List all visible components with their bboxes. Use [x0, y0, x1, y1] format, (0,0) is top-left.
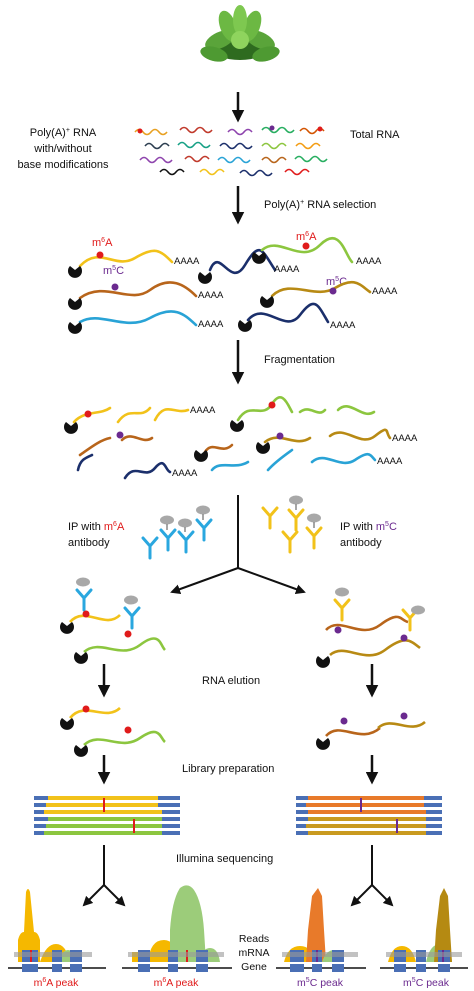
fragmentation-label: Fragmentation — [264, 354, 335, 366]
five-prime-cap-icon — [64, 420, 270, 462]
svg-text:AAAA: AAAA — [198, 319, 224, 330]
input-rna-label-line3: base modifications — [17, 159, 109, 171]
library-preparation-label: Library preparation — [182, 763, 274, 775]
ip-m5c-label: IP with m5C — [340, 521, 397, 533]
total-rna-squiggles — [134, 126, 328, 177]
rna-elution-label: RNA elution — [202, 675, 260, 687]
branch-arrow-right — [237, 567, 306, 594]
m6a-ip-complex — [60, 577, 167, 664]
m5c-peak-caption-2: m5C peak — [403, 977, 450, 989]
eluted-m5c-rna — [316, 712, 426, 750]
ip-m6a-label: IP with m6A — [68, 521, 125, 533]
antibody-stem — [295, 504, 315, 528]
svg-text:AAAA: AAAA — [190, 405, 216, 416]
m5c-peak-panel-1 — [276, 888, 366, 972]
seq-branch-right-a — [350, 884, 373, 907]
seq-branch-left-b — [103, 884, 126, 907]
antibody-bead — [160, 505, 210, 528]
input-rna-label: Poly(A)+ RNA — [30, 127, 97, 139]
m6a-peak-caption-1: m6A peak — [34, 977, 80, 989]
ip-m6a-antibody-label: antibody — [68, 537, 110, 549]
gene-legend-label: Gene — [241, 961, 267, 973]
modified-base-dot-icon — [317, 126, 323, 132]
eluted-m6a-rna — [60, 705, 166, 757]
svg-text:AAAA: AAAA — [274, 264, 300, 275]
svg-text:AAAA: AAAA — [377, 456, 403, 467]
m6a-peak-caption-2: m6A peak — [154, 977, 200, 989]
m6a-label: m6A — [92, 237, 113, 249]
svg-text:AAAA: AAAA — [198, 290, 224, 301]
polya-tails: AAAA AAAA AAAA AAAA AAAA AAAA AAAA — [174, 256, 398, 331]
modified-base-dot-icon — [137, 128, 143, 134]
seq-branch-left-a — [82, 884, 105, 907]
m6a-peak-panel-1 — [8, 889, 106, 972]
antibody-bead — [289, 495, 321, 523]
m5c-peak-caption-1: m5C peak — [297, 977, 344, 989]
m5c-library-reads — [296, 796, 442, 835]
svg-text:AAAA: AAAA — [330, 320, 356, 331]
mrna-legend-label: mRNA — [239, 947, 270, 959]
m6a-peak-panel-2 — [122, 885, 232, 972]
svg-text:AAAA: AAAA — [392, 433, 418, 444]
total-rna-label: Total RNA — [350, 129, 400, 141]
m6a-site-dot — [84, 410, 92, 418]
m5c-site-dot — [276, 432, 284, 440]
svg-text:AAAA: AAAA — [356, 256, 382, 267]
m6a-label: m6A — [296, 231, 317, 243]
arabidopsis-rosette-icon — [200, 5, 280, 62]
seq-branch-right-b — [371, 884, 394, 907]
m6a-antibody-group — [141, 518, 213, 560]
m5c-antibody-group — [261, 506, 323, 554]
fragment-polya-tails: AAAA AAAA AAAA AAAA — [172, 405, 418, 479]
m6a-site-dot — [268, 401, 276, 409]
svg-text:AAAA: AAAA — [174, 256, 200, 267]
m5c-ip-complex — [316, 587, 425, 668]
m5c-site-dot — [111, 283, 119, 291]
m5c-label: m5C — [103, 265, 124, 277]
rna-fragments — [72, 396, 392, 480]
branch-arrow-left — [170, 567, 239, 594]
m5c-site-dot — [116, 431, 124, 439]
five-prime-cap-icon — [68, 252, 275, 334]
ip-m5c-antibody-label: antibody — [340, 537, 382, 549]
m6a-site-dot — [302, 242, 310, 250]
m6a-library-reads — [34, 796, 180, 835]
modified-base-dot-icon — [269, 125, 275, 131]
m5c-peak-panel-2 — [380, 888, 468, 972]
svg-text:AAAA: AAAA — [172, 468, 198, 479]
m5c-site-dot — [329, 287, 337, 295]
m5c-label: m5C — [326, 276, 347, 288]
m6a-site-dot — [96, 251, 104, 259]
illumina-sequencing-label: Illumina sequencing — [176, 853, 273, 865]
reads-legend-label: Reads — [239, 933, 269, 945]
antibody-stem — [166, 514, 204, 532]
input-rna-label-line2: with/without — [33, 143, 91, 155]
svg-text:AAAA: AAAA — [372, 286, 398, 297]
polya-selection-label: Poly(A)+ RNA selection — [264, 199, 376, 211]
